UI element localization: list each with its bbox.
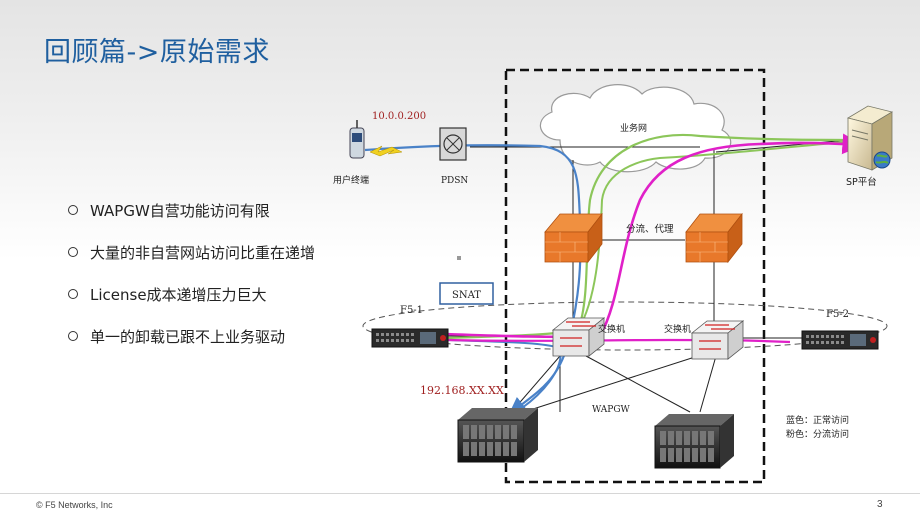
- footer-copyright: © F5 Networks, Inc: [36, 500, 113, 510]
- pink-path: [444, 133, 864, 339]
- wapgw-server-right-icon: [654, 414, 734, 469]
- service-network-label: 业务网: [620, 122, 647, 134]
- snat-box: [439, 282, 494, 305]
- center-marker: [457, 256, 461, 260]
- sp-platform-label: SP平台: [846, 176, 877, 188]
- bullet-text: 单一的卸载已跟不上业务驱动: [90, 328, 286, 346]
- blue-path: [364, 144, 582, 415]
- ip-top-label: 10.0.0.200: [372, 111, 426, 122]
- page-number: 3: [877, 499, 883, 510]
- f5-2-label: F5-2: [826, 309, 849, 320]
- wapgw-label: WAPGW: [592, 405, 631, 415]
- circle-bullet-icon: [68, 288, 78, 299]
- legend-pink: 粉色：分流访问: [786, 428, 849, 440]
- legend-blue: 蓝色：正常访问: [786, 414, 849, 426]
- sp-platform-server-icon: [846, 105, 894, 171]
- pink-path-2: [447, 338, 791, 344]
- bullet-item: 单一的卸载已跟不上业务驱动: [68, 326, 285, 347]
- footer-divider: [0, 493, 920, 494]
- circle-bullet-icon: [68, 330, 78, 341]
- switch-left-icon: [551, 317, 606, 357]
- bullet-text: WAPGW自营功能访问有限: [90, 202, 270, 220]
- shunt-proxy-label: 分流、代理: [626, 223, 674, 235]
- f5-2-device-icon: [801, 330, 879, 350]
- bullet-text: 大量的非自营网站访问比重在递增: [90, 244, 316, 262]
- user-terminal-label: 用户终端: [333, 174, 369, 186]
- page-title: 回顾篇->原始需求: [44, 37, 270, 68]
- wapgw-boundary: [504, 68, 766, 484]
- pdsn-label: PDSN: [441, 176, 468, 186]
- firewall-left-icon: [544, 212, 603, 264]
- firewall-right-icon: [685, 212, 743, 264]
- green-path-2: [577, 141, 845, 331]
- switch-right-label: 交换机: [664, 323, 691, 335]
- pdsn-icon: [439, 127, 467, 161]
- mobile-phone-icon: [349, 120, 403, 159]
- switch-right-icon: [690, 320, 745, 360]
- snat-label: SNAT: [452, 290, 481, 301]
- bullet-item: WAPGW自营功能访问有限: [68, 200, 270, 221]
- f5-cluster-outline: [362, 301, 888, 351]
- ip-bottom-label: 192.168.XX.XX: [420, 384, 504, 397]
- circle-bullet-icon: [68, 246, 78, 257]
- switch-left-label: 交换机: [598, 323, 625, 335]
- f5-1-label: F5-1: [400, 305, 423, 316]
- cloud-icon: [539, 84, 732, 173]
- bullet-text: License成本递增压力巨大: [90, 286, 267, 304]
- wapgw-server-left-icon: [457, 408, 538, 463]
- circle-bullet-icon: [68, 204, 78, 215]
- blue-path-2: [447, 339, 562, 409]
- bullet-item: 大量的非自营网站访问比重在递增: [68, 242, 315, 263]
- bullet-item: License成本递增压力巨大: [68, 284, 267, 305]
- f5-1-device-icon: [371, 328, 449, 348]
